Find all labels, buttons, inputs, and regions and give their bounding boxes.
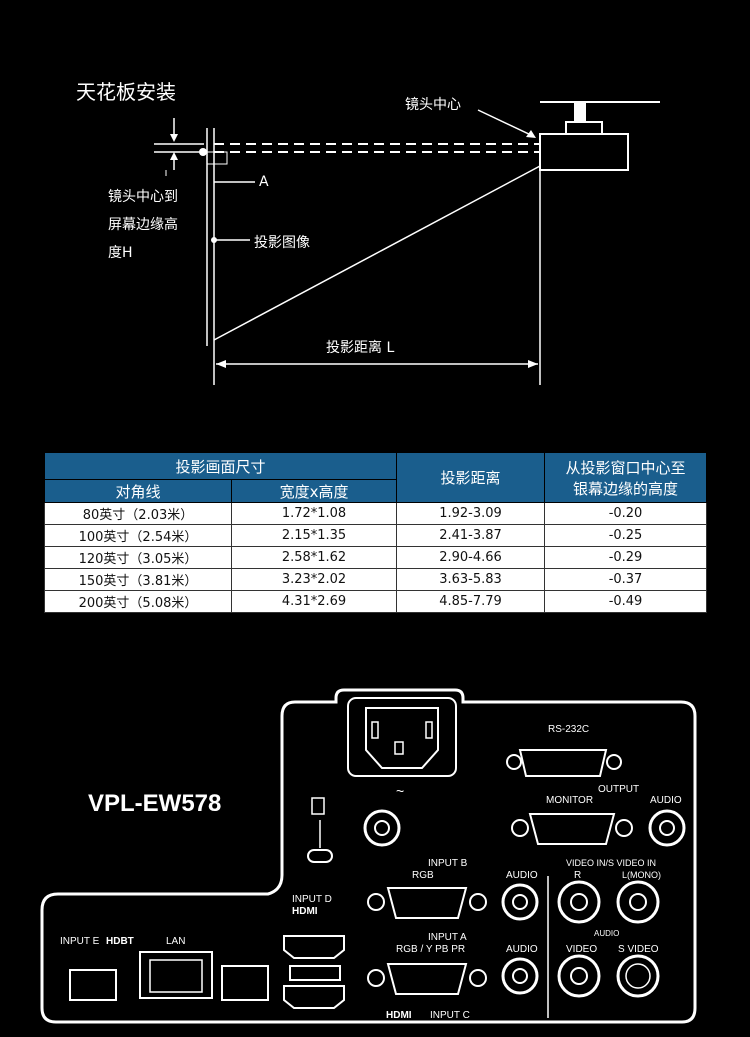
diagram-title: 天花板安装 (76, 80, 176, 104)
cell-distance: 3.63-5.83 (396, 568, 546, 591)
lan-port (139, 951, 213, 999)
cell-wh: 3.23*2.02 (230, 568, 398, 591)
s-video-port (616, 954, 660, 998)
cell-offset: -0.49 (544, 590, 708, 613)
rs232c-port (518, 749, 608, 777)
header-screen-size: 投影画面尺寸 (43, 452, 398, 480)
usb-a-port (69, 969, 117, 1001)
input-b-audio-label: AUDIO (506, 870, 538, 881)
cell-distance: 2.90-4.66 (396, 546, 546, 569)
audio-l-jack (616, 880, 660, 924)
rear-panel: ~ RS-232C OUTPUT MONITOR AUDIO INPUT B R… (40, 688, 697, 1024)
security-lock-icon (311, 797, 325, 815)
cell-diagonal: 80英寸（2.03米） (44, 502, 232, 525)
rs232c-label: RS-232C (548, 724, 589, 735)
input-d-label: INPUT D (292, 894, 332, 905)
cell-wh: 2.58*1.62 (230, 546, 398, 569)
header-width-height: 宽度x高度 (230, 479, 398, 503)
input-a-rgb-label: RGB / Y PB PR (396, 944, 465, 955)
input-a-audio-jack (501, 957, 539, 995)
input-b-rgb-port (386, 887, 468, 919)
header-offset: 从投影窗口中心至 银幕边缘的高度 (544, 452, 708, 503)
cell-distance: 4.85-7.79 (396, 590, 546, 613)
panel-outline (40, 688, 697, 1024)
output-label: OUTPUT (598, 784, 639, 795)
monitor-label: MONITOR (546, 795, 593, 806)
cell-diagonal: 120英寸（3.05米） (44, 546, 232, 569)
diagram-lines (154, 101, 660, 385)
throw-distance-label: 投影距离 L (326, 340, 395, 356)
cell-diagonal: 100英寸（2.54米） (44, 524, 232, 547)
input-e-label: INPUT E (60, 936, 100, 947)
lens-to-screen-label-3: 度H (108, 245, 133, 261)
header-offset-line2: 银幕边缘的高度 (573, 479, 679, 498)
cell-diagonal: 200英寸（5.08米） (44, 590, 232, 613)
input-b-label: INPUT B (428, 858, 468, 869)
hdmi-c-port (283, 985, 345, 1009)
output-audio-label: AUDIO (650, 795, 682, 806)
lens-center-label: 镜头中心 (405, 97, 461, 113)
input-a-label: INPUT A (428, 932, 467, 943)
video-jack (557, 954, 601, 998)
audio-r-label: R (574, 870, 581, 881)
output-audio-jack (648, 809, 686, 847)
lens-to-screen-label-2: 屏幕边缘高 (108, 217, 178, 233)
input-c-label: INPUT C (430, 1010, 470, 1021)
cell-wh: 2.15*1.35 (230, 524, 398, 547)
input-b-rgb-label: RGB (412, 870, 434, 881)
audio-l-label: L(MONO) (622, 870, 661, 880)
lens-to-screen-label-1: 镜头中心到 (108, 189, 178, 205)
cell-offset: -0.29 (544, 546, 708, 569)
cell-wh: 4.31*2.69 (230, 590, 398, 613)
monitor-port (528, 813, 616, 845)
header-distance: 投影距离 (396, 452, 546, 503)
header-offset-line1: 从投影窗口中心至 (565, 458, 686, 477)
point-a-label: A (259, 174, 269, 190)
hdbt-label: HDBT (106, 936, 134, 947)
video-in-label: VIDEO IN/S VIDEO IN (566, 858, 656, 868)
s-video-label: S VIDEO (618, 944, 659, 955)
audio-small-label: AUDIO (594, 929, 619, 938)
model-name: VPL-EW578 (88, 790, 222, 817)
ac-tilde: ~ (396, 783, 404, 799)
hdmi-c-logo: HDMI (386, 1010, 412, 1021)
input-a-rgb-port (386, 963, 468, 995)
lan-label: LAN (166, 936, 185, 947)
hdmi-d-port (283, 935, 345, 959)
cell-wh: 1.72*1.08 (230, 502, 398, 525)
cell-offset: -0.25 (544, 524, 708, 547)
cell-distance: 2.41-3.87 (396, 524, 546, 547)
cell-offset: -0.37 (544, 568, 708, 591)
throw-distance-table: 投影画面尺寸 投影距离 从投影窗口中心至 银幕边缘的高度 对角线 宽度x高度 8… (43, 452, 708, 613)
usb-b-port (221, 965, 269, 1001)
audio-r-jack (557, 880, 601, 924)
header-diagonal: 对角线 (44, 479, 232, 503)
mic-jack (363, 809, 401, 847)
projected-image-label: 投影图像 (254, 235, 310, 251)
cell-distance: 1.92-3.09 (396, 502, 546, 525)
cell-offset: -0.20 (544, 502, 708, 525)
hdmi-d-logo: HDMI (292, 906, 318, 917)
cell-diagonal: 150英寸（3.81米） (44, 568, 232, 591)
video-label: VIDEO (566, 944, 597, 955)
power-socket (347, 697, 457, 777)
input-b-audio-jack (501, 883, 539, 921)
input-a-audio-label: AUDIO (506, 944, 538, 955)
